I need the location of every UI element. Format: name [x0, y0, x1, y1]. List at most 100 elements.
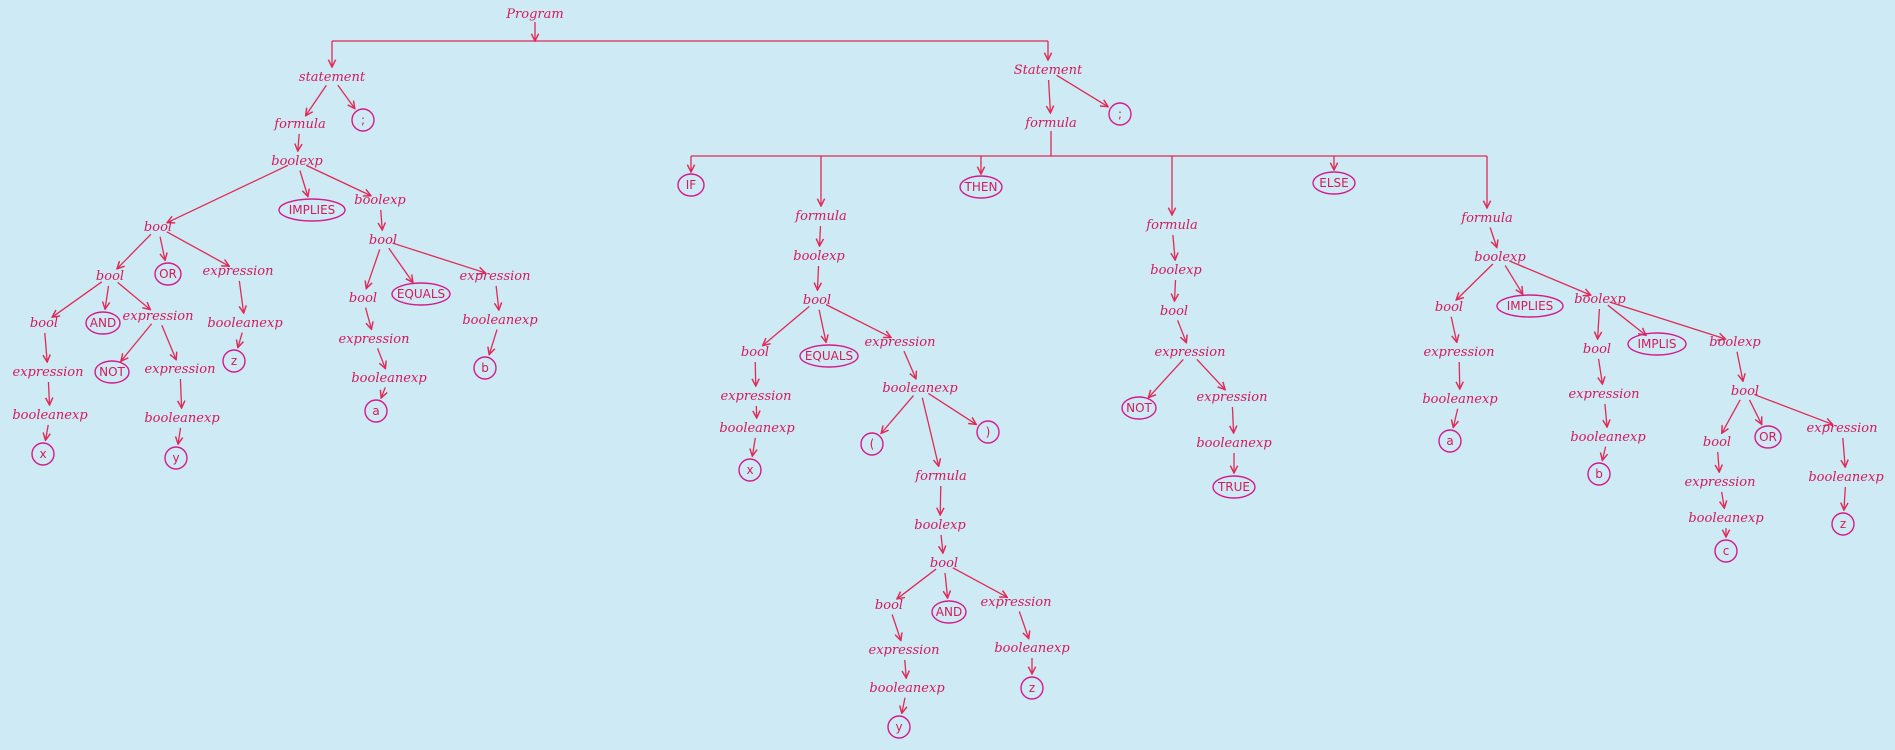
terminal-label: EQUALS [397, 287, 445, 301]
edge-b1-or1 [160, 237, 165, 261]
node-program: Program [505, 7, 563, 22]
node-boolexp: boolexp [1574, 292, 1626, 307]
edge-s1-f1 [306, 85, 327, 115]
terminal-symbol: ; [1109, 103, 1131, 125]
terminal-label: ; [361, 113, 365, 127]
edge-b8-and2 [945, 573, 948, 598]
edge-ex9-bne8 [905, 660, 906, 678]
node-boolexp: boolexp [354, 193, 406, 208]
edge-bne6-x2 [752, 438, 755, 456]
node-booleanexp: booleanexp [994, 641, 1070, 656]
edge-ex11-ex12 [1197, 359, 1225, 389]
terminal-label: b [1595, 467, 1603, 481]
node-label: expression [203, 264, 274, 279]
terminal-a: a [1439, 430, 1461, 452]
node-bool: bool [1160, 304, 1188, 319]
terminal-label: AND [90, 316, 116, 330]
edge-ex8-bne7 [904, 351, 916, 379]
edge-be6-b11 [1456, 264, 1493, 300]
edge-be5-b10 [1174, 280, 1175, 301]
edge-ex1-bne3 [239, 281, 243, 313]
terminal-b: b [474, 357, 496, 379]
terminal-else: ELSE [1313, 172, 1355, 194]
node-label: boolexp [793, 249, 845, 264]
edge-s2-semi2 [1057, 75, 1109, 106]
edge-ex11-not2 [1148, 359, 1183, 397]
node-label: bool [803, 293, 831, 308]
terminal-y: y [165, 447, 187, 469]
terminal-label: ) [986, 425, 991, 439]
node-label: booleanexp [869, 681, 945, 696]
edge-b11-ex13 [1451, 317, 1457, 342]
node-bool: bool [1583, 342, 1611, 357]
edge-b10-ex11 [1178, 320, 1187, 342]
node-label: booleanexp [207, 316, 283, 331]
terminal-implies: IMPLIES [1497, 295, 1563, 317]
edge-f1-be1 [298, 134, 299, 151]
node-booleanexp: booleanexp [12, 408, 88, 423]
edge-bne5-bb1 [489, 330, 497, 355]
node-statement: Statement [1014, 63, 1083, 78]
terminal-symbol: ( [861, 433, 883, 455]
edge-bne7-rp [928, 393, 976, 424]
terminal-label: a [372, 404, 379, 418]
terminal-symbol: ; [352, 109, 374, 131]
node-booleanexp: booleanexp [462, 313, 538, 328]
terminal-label: z [231, 354, 237, 368]
node-label: booleanexp [882, 381, 958, 396]
node-expression: expression [869, 643, 940, 658]
terminal-b: b [1588, 463, 1610, 485]
edge-b2-ex2 [118, 282, 151, 309]
edge-bne4-a1 [381, 387, 385, 398]
node-booleanexp: booleanexp [351, 371, 427, 386]
edge-b9-ex9 [892, 614, 901, 640]
node-label: expression [1685, 475, 1756, 490]
edge-be1-be2 [306, 165, 371, 195]
terminal-z: z [223, 350, 245, 372]
terminal-label: IMPLIES [289, 203, 336, 217]
node-expression: expression [981, 595, 1052, 610]
node-label: expression [145, 362, 216, 377]
node-label: booleanexp [144, 411, 220, 426]
node-formula: formula [914, 469, 966, 484]
node-formula: formula [1024, 116, 1076, 131]
node-bool: bool [369, 233, 397, 248]
node-label: bool [1435, 300, 1463, 315]
node-boolexp: boolexp [793, 249, 845, 264]
edge-b2-and1 [105, 286, 108, 309]
terminal-and: AND [932, 601, 966, 623]
terminal-label: x [39, 447, 46, 461]
terminal-label: IMPLIES [1507, 299, 1554, 313]
terminal-z: z [1832, 513, 1854, 535]
node-label: boolexp [914, 518, 966, 533]
node-expression: expression [460, 269, 531, 284]
node-expression: expression [1155, 345, 1226, 360]
terminal-label: NOT [99, 365, 125, 379]
terminal-a: a [365, 400, 387, 422]
node-label: boolexp [1150, 263, 1202, 278]
edge-be3-b6 [817, 266, 818, 290]
node-label: booleanexp [462, 313, 538, 328]
nodes-group: Programstatementformula;boolexpboolIMPLI… [12, 7, 1884, 738]
terminal-label: IF [686, 178, 697, 192]
node-bool: bool [349, 291, 377, 306]
edge-be6-imp2 [1505, 266, 1522, 295]
node-label: booleanexp [12, 408, 88, 423]
node-label: expression [460, 269, 531, 284]
edge-be4-b8 [941, 535, 943, 553]
node-booleanexp: booleanexp [869, 681, 945, 696]
node-label: expression [865, 335, 936, 350]
node-bool: bool [741, 345, 769, 360]
node-label: expression [123, 309, 194, 324]
terminal-label: IMPLIS [1638, 337, 1677, 351]
edge-b4-b5 [366, 249, 379, 288]
node-expression: expression [1197, 390, 1268, 405]
node-label: formula [1024, 116, 1076, 131]
terminal-label: TRUE [1217, 480, 1250, 494]
edge-f6-be4 [940, 486, 941, 515]
node-expression: expression [203, 264, 274, 279]
edge-bne12-bb2 [1602, 447, 1605, 461]
node-boolexp: boolexp [271, 154, 323, 169]
node-boolexp: boolexp [914, 518, 966, 533]
node-label: bool [875, 598, 903, 613]
